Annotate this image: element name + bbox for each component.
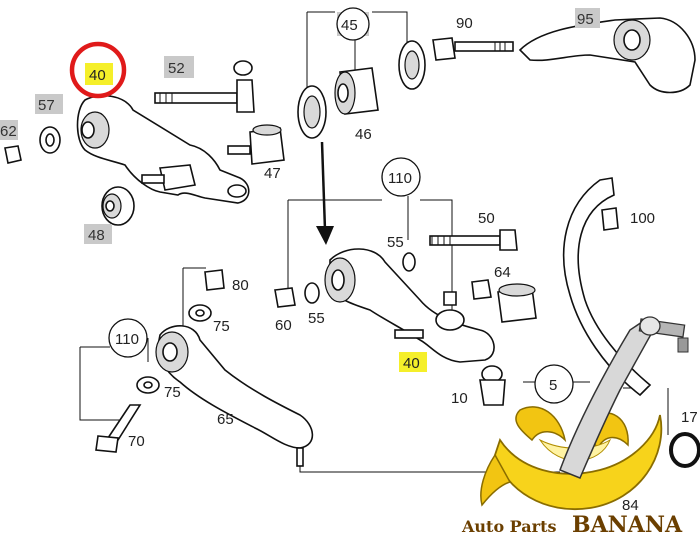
label-110-left: 110 — [115, 331, 139, 348]
banana-icon — [480, 406, 663, 510]
callout-circle-40 — [69, 41, 127, 99]
label-57: 57 — [38, 97, 55, 114]
label-40-mid: 40 — [403, 355, 420, 372]
ball-joint-10 — [479, 365, 506, 406]
ball-joint-47-left — [227, 124, 285, 165]
washer-55-mid — [402, 252, 416, 272]
highlight-40-top — [85, 63, 113, 85]
bolt-70 — [95, 404, 142, 453]
highlight-40-mid — [399, 352, 427, 372]
label-60: 60 — [275, 317, 292, 334]
label-55-mid: 55 — [387, 234, 404, 251]
upper-left-control-arm — [76, 94, 250, 204]
label-55-lower: 55 — [308, 310, 325, 327]
bushing-48 — [101, 186, 135, 226]
label-70: 70 — [128, 433, 145, 450]
arrow-down — [316, 141, 334, 245]
label-10: 10 — [451, 390, 468, 407]
label-50: 50 — [478, 210, 495, 227]
label-84: 84 — [622, 497, 639, 514]
label-40-top: 40 — [89, 67, 106, 84]
circle-45 — [336, 7, 370, 41]
label-75-upper: 75 — [213, 318, 230, 335]
suspension-arm-icon — [559, 316, 689, 479]
seal-ring-17 — [669, 432, 700, 468]
bolt-50 — [429, 229, 518, 251]
box-95 — [575, 8, 600, 28]
box-52 — [164, 56, 194, 78]
lower-control-arm-mid — [324, 248, 495, 363]
label-46: 46 — [355, 126, 372, 143]
circle-110-mid — [381, 157, 421, 197]
washer-55-lower — [304, 282, 320, 304]
nut-80 — [204, 269, 225, 291]
bolt-90 — [432, 37, 514, 61]
ball-joint-47-right — [497, 283, 537, 323]
bushing-46 — [334, 67, 379, 115]
washer-57 — [39, 126, 61, 154]
brand-name: BANANA — [572, 512, 683, 538]
label-47-left: 47 — [264, 165, 281, 182]
washer-45-left — [297, 85, 327, 139]
nut-62-left — [4, 145, 22, 164]
circle-110-left — [108, 318, 148, 358]
circle-5 — [534, 364, 574, 404]
label-65: 65 — [217, 411, 234, 428]
label-5: 5 — [549, 377, 557, 394]
nut-60 — [274, 287, 296, 308]
label-62: 62 — [0, 123, 17, 140]
washer-75-upper — [188, 304, 212, 322]
label-45: 45 — [341, 17, 358, 34]
label-90: 90 — [456, 15, 473, 32]
label-64: 64 — [494, 264, 511, 281]
label-80: 80 — [232, 277, 249, 294]
nut-64 — [471, 279, 492, 300]
label-95: 95 — [577, 11, 594, 28]
box-57 — [35, 94, 63, 114]
brand-logo: Auto Parts BANANA — [461, 316, 689, 538]
bolt-52 — [154, 60, 255, 113]
label-75-lower: 75 — [164, 384, 181, 401]
washer-75-lower — [136, 376, 160, 394]
washer-45-right — [398, 40, 426, 90]
lower-left-arm-65 — [155, 325, 314, 467]
box-48 — [84, 224, 112, 244]
label-17: 17 — [681, 409, 698, 426]
label-110-mid: 110 — [388, 170, 412, 187]
label-100: 100 — [630, 210, 655, 227]
brand-prefix: Auto Parts — [461, 517, 556, 536]
label-52: 52 — [168, 60, 185, 77]
label-48: 48 — [88, 227, 105, 244]
box-62 — [0, 120, 18, 140]
upper-right-control-arm — [518, 17, 696, 94]
knuckle-right — [562, 177, 652, 397]
